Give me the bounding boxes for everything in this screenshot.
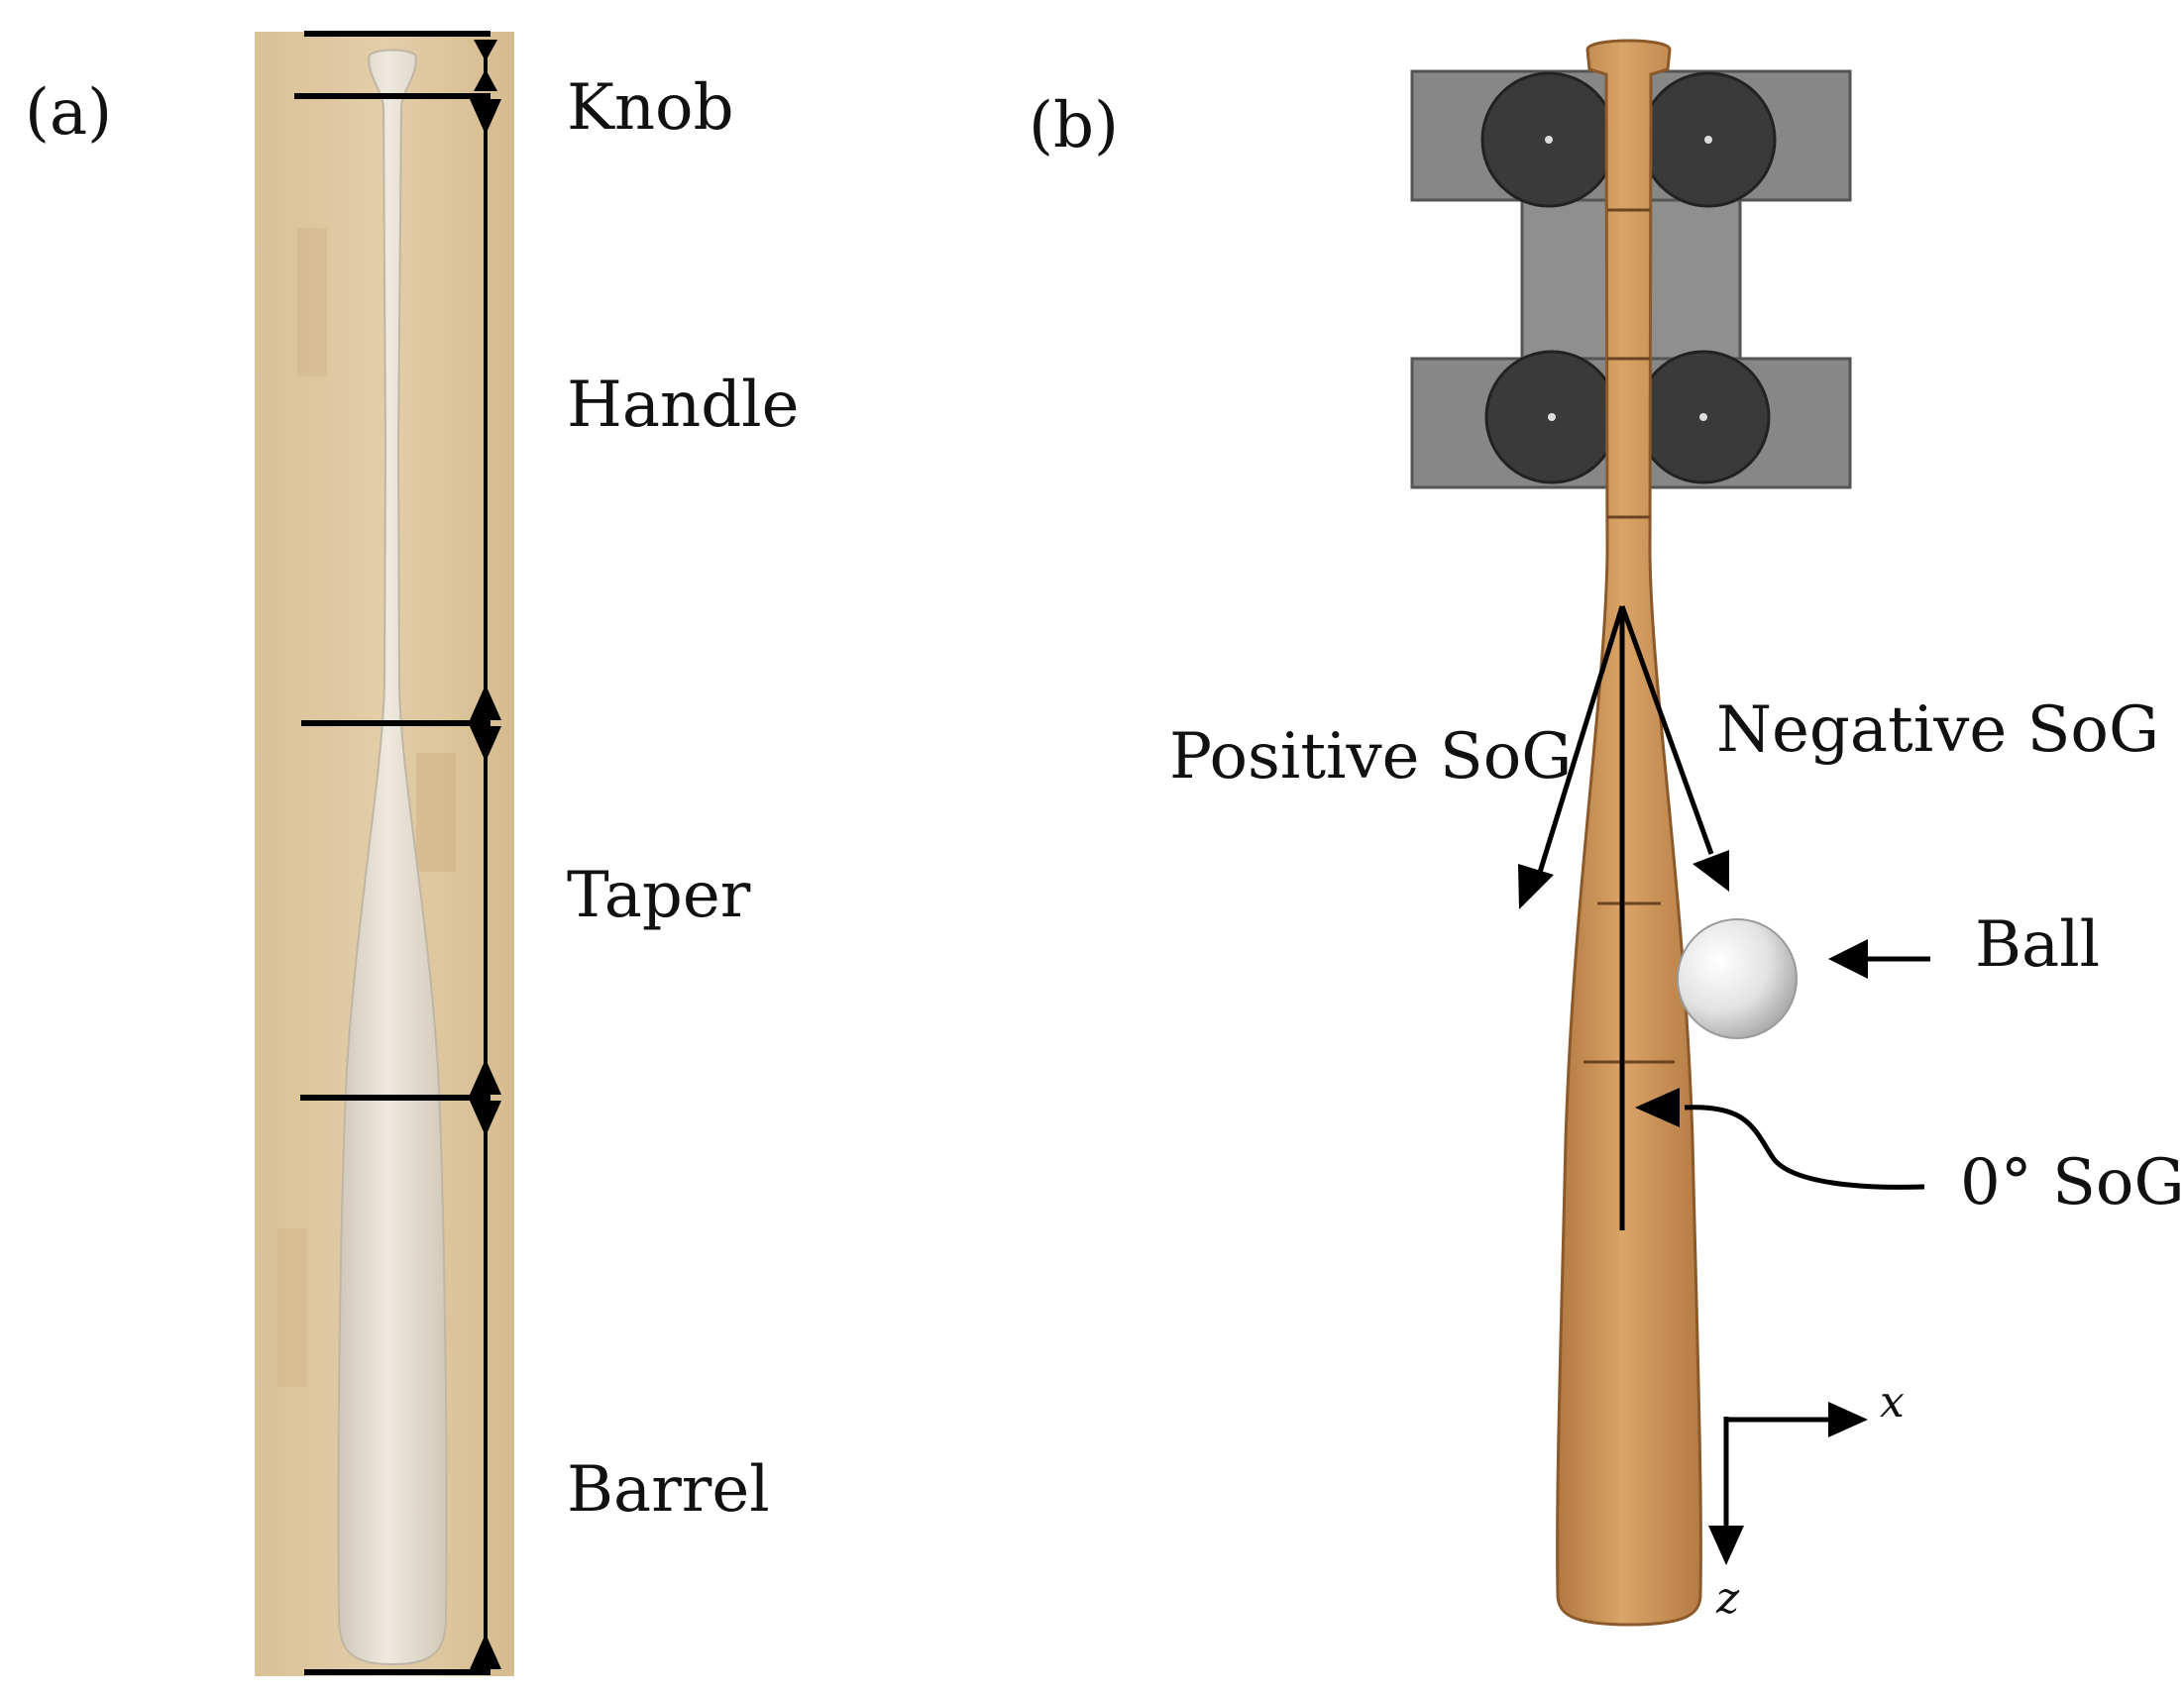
photo-bat (337, 49, 448, 1666)
knob-label: Knob (567, 71, 734, 145)
panel-b: (b) (1029, 39, 2184, 1627)
negative-sog-label: Negative SoG (1716, 693, 2159, 767)
z-axis-label: z (1715, 1573, 1740, 1624)
wood-grain (416, 753, 456, 872)
barrel-label: Barrel (567, 1453, 770, 1527)
axes-indicator (1708, 1402, 1868, 1565)
ball-label: Ball (1975, 908, 2100, 982)
panel-a-label: (a) (25, 76, 112, 150)
zero-sog-label: 0° SoG (1960, 1146, 2184, 1219)
panel-a: (a) (25, 31, 800, 1676)
bat-segment-lines (1583, 208, 1675, 1064)
wood-grain (297, 228, 327, 376)
x-axis-label: x (1880, 1377, 1905, 1428)
negative-sog-arrow (1619, 605, 1729, 892)
model-bat (1556, 39, 1702, 1627)
ball (1677, 918, 1798, 1039)
zero-sog-pointer (1635, 1088, 1925, 1190)
rollers (1480, 71, 1777, 484)
wood-grain (277, 1228, 307, 1387)
panel-b-label: (b) (1029, 89, 1119, 162)
handle-label: Handle (567, 369, 800, 442)
taper-label: Taper (567, 859, 751, 932)
positive-sog-label: Positive SoG (1169, 720, 1572, 794)
positive-sog-arrow (1518, 605, 1625, 909)
ball-arrow (1828, 939, 1930, 979)
dimension-arrows (470, 40, 501, 1669)
